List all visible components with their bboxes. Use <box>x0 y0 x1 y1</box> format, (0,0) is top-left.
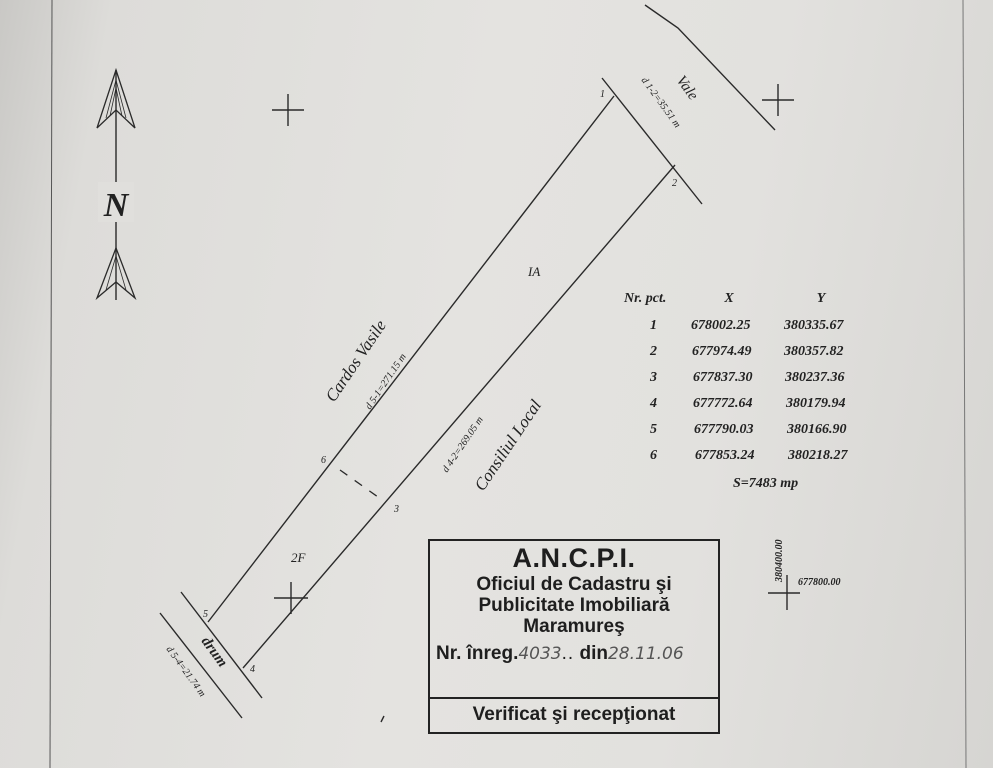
table-cell: 677837.30 <box>693 370 753 385</box>
neighbor-north-label: Vale <box>673 73 701 104</box>
table-row: 6 677853.24 380218.27 <box>650 448 849 463</box>
grid-cross-icon <box>768 575 800 610</box>
table-cell: 380179.94 <box>785 396 846 411</box>
table-cell: 677772.64 <box>693 396 753 411</box>
point-label: 5 <box>203 609 208 620</box>
stamp-title: A.N.C.P.I. <box>512 543 636 573</box>
table-cell: 4 <box>649 396 657 411</box>
stamp-footer: Verificat şi recepţionat <box>430 697 718 732</box>
table-header: Y <box>817 291 827 306</box>
neighbor-east-label: Consiliul Local <box>471 396 546 494</box>
north-arrow-icon: N <box>95 67 137 301</box>
table-cell: 5 <box>650 422 657 437</box>
table-cell: 677974.49 <box>692 344 752 359</box>
parcel-boundary <box>159 4 776 723</box>
table-cell: 380237.36 <box>784 370 845 385</box>
table-row: 2 677974.49 380357.82 <box>649 344 844 359</box>
grid-cross-icon <box>762 84 794 116</box>
table-cell: 677853.24 <box>695 448 755 463</box>
paper-edge-right <box>962 0 967 768</box>
stamp-line: Maramureş <box>523 616 625 637</box>
table-cell: 678002.25 <box>691 318 751 333</box>
table-cell: 380218.27 <box>787 448 849 463</box>
table-header: X <box>723 291 734 306</box>
distance-4-2: d 4-2=269.05 m <box>440 415 485 475</box>
table-cell: 1 <box>650 318 657 333</box>
grid-ref-x: 677800.00 <box>798 577 841 588</box>
stamp-line: Oficiul de Cadastru şi <box>476 574 672 595</box>
table-cell: 3 <box>649 370 657 385</box>
table-row: 5 677790.03 380166.90 <box>650 422 847 437</box>
paper-edge-left <box>49 0 53 768</box>
point-label: 2 <box>672 178 677 189</box>
point-label: 6 <box>321 455 326 466</box>
point-label: 3 <box>393 504 399 515</box>
date-label: din <box>579 643 608 664</box>
stamp-line: Publicitate Imobiliară <box>478 595 670 616</box>
registration-line: Nr. înreg.4033.. din28.11.06 <box>436 643 684 664</box>
distance-5-4: d 5-4=21.74 m <box>164 644 208 699</box>
north-label: N <box>103 187 130 224</box>
table-header: Nr. pct. <box>623 291 666 306</box>
reg-number: 4033 <box>518 644 562 664</box>
grid-cross-icon <box>272 94 304 126</box>
table-cell: 380335.67 <box>783 318 845 333</box>
table-cell: 380166.90 <box>786 422 847 437</box>
table-row: 1 678002.25 380335.67 <box>650 318 845 333</box>
coordinates-table: Nr. pct. X Y 1 678002.25 380335.67 2 677… <box>623 291 849 491</box>
table-row: 4 677772.64 380179.94 <box>649 396 846 411</box>
grid-ref-y: 380400.00 <box>774 540 785 584</box>
ancpi-stamp: A.N.C.P.I. Oficiul de Cadastru şi Public… <box>428 539 720 734</box>
distance-5-1: d 5-1=271.15 m <box>363 352 408 412</box>
point-label: 1 <box>600 89 605 100</box>
date-value: 28.11.06 <box>607 644 684 664</box>
area-label: S=7483 mp <box>733 476 798 491</box>
table-row: 3 677837.30 380237.36 <box>649 370 845 385</box>
table-cell: 6 <box>650 448 657 463</box>
point-label: 4 <box>250 664 255 675</box>
reg-label: Nr. înreg. <box>436 643 519 664</box>
plot-label-2f: 2F <box>291 550 307 565</box>
plot-label-ia: IA <box>527 264 540 279</box>
table-cell: 677790.03 <box>694 422 754 437</box>
neighbor-south-label: drum <box>198 634 231 670</box>
table-cell: 380357.82 <box>783 344 844 359</box>
table-cell: 2 <box>649 344 657 359</box>
